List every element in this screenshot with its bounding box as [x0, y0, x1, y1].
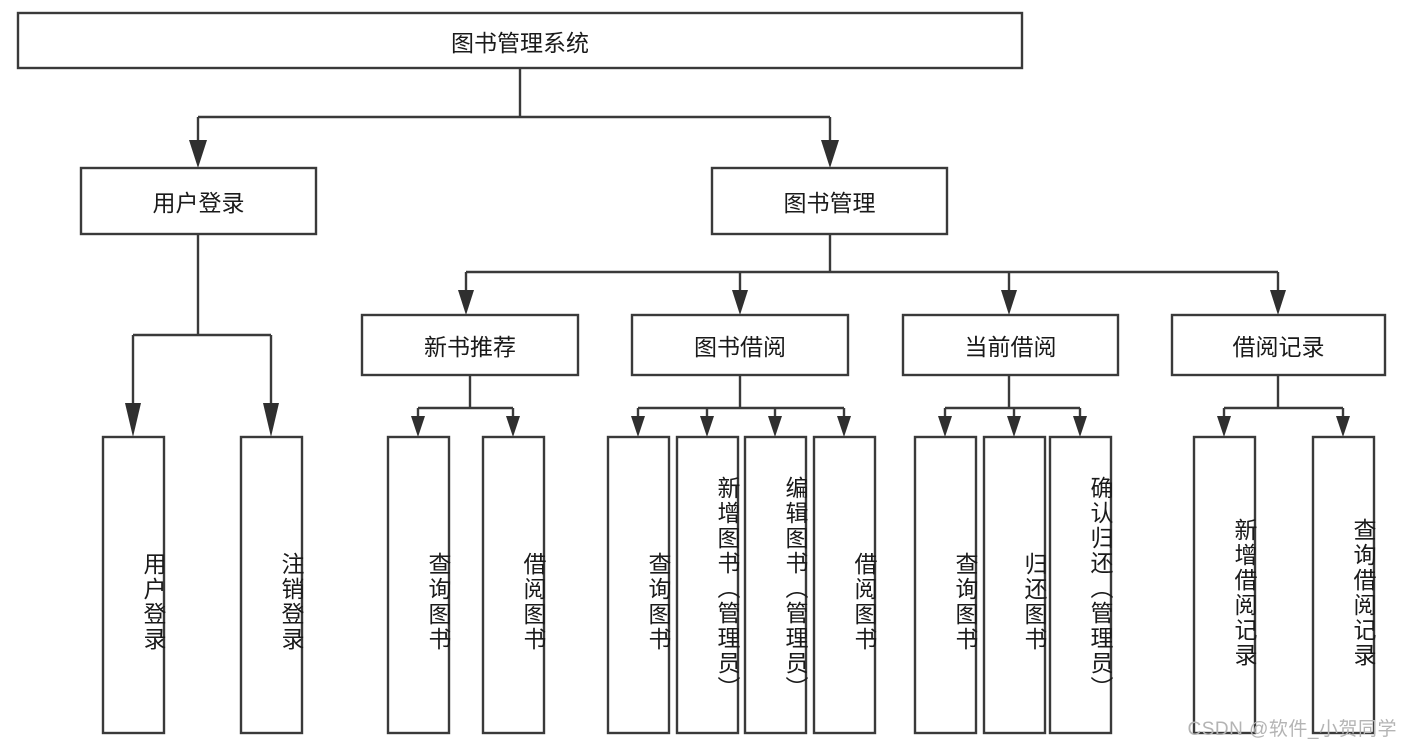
node-user-login-box[interactable]	[79, 166, 318, 236]
connector-group-current	[938, 375, 1087, 437]
node-leaf-box[interactable]	[481, 435, 546, 735]
node-leaf-box[interactable]	[101, 435, 166, 735]
arrow-borrow-leaf1	[631, 416, 645, 437]
node-leaf-box[interactable]	[1048, 435, 1113, 735]
node-leaf-box[interactable]	[913, 435, 978, 735]
arrow-to-user-login	[189, 140, 207, 168]
connector-group-book-mgmt	[458, 234, 1286, 315]
arrow-records-leaf2	[1336, 416, 1350, 437]
node-leaf-box[interactable]	[743, 435, 808, 735]
arrow-current-leaf3	[1073, 416, 1087, 437]
node-book-mgmt-box[interactable]	[710, 166, 949, 236]
connector-group-user-login	[125, 234, 279, 437]
node-book-borrow-box[interactable]	[630, 313, 850, 377]
arrow-to-borrow-records	[1270, 290, 1286, 315]
arrow-leaf-user-login	[125, 403, 141, 437]
node-current-borrow-box[interactable]	[901, 313, 1120, 377]
arrow-to-book-borrow	[732, 290, 748, 315]
arrow-leaf-logout	[263, 403, 279, 437]
arrow-to-book-mgmt	[821, 140, 839, 168]
arrow-current-leaf1	[938, 416, 952, 437]
node-leaf-box[interactable]	[239, 435, 304, 735]
node-borrow-records-box[interactable]	[1170, 313, 1387, 377]
connector-group-newbook	[411, 375, 520, 437]
arrow-to-newbook-rec	[458, 290, 474, 315]
node-leaf-box[interactable]	[1311, 435, 1376, 735]
arrow-borrow-leaf4	[837, 416, 851, 437]
arrow-newbook-leaf2	[506, 416, 520, 437]
node-newbook-rec-box[interactable]	[360, 313, 580, 377]
node-leaf-box[interactable]	[386, 435, 451, 735]
node-root-box[interactable]	[16, 11, 1024, 70]
arrow-records-leaf1	[1217, 416, 1231, 437]
arrow-borrow-leaf3	[768, 416, 782, 437]
node-leaf-box[interactable]	[1192, 435, 1257, 735]
connector-group-root	[189, 68, 839, 168]
node-leaf-box[interactable]	[812, 435, 877, 735]
node-leaf-box[interactable]	[982, 435, 1047, 735]
arrow-current-leaf2	[1007, 416, 1021, 437]
arrow-to-current-borrow	[1001, 290, 1017, 315]
connector-group-records	[1217, 375, 1350, 437]
node-leaf-box[interactable]	[675, 435, 740, 735]
connector-group-borrow	[631, 375, 851, 437]
arrow-borrow-leaf2	[700, 416, 714, 437]
node-leaf-box[interactable]	[606, 435, 671, 735]
arrow-newbook-leaf1	[411, 416, 425, 437]
